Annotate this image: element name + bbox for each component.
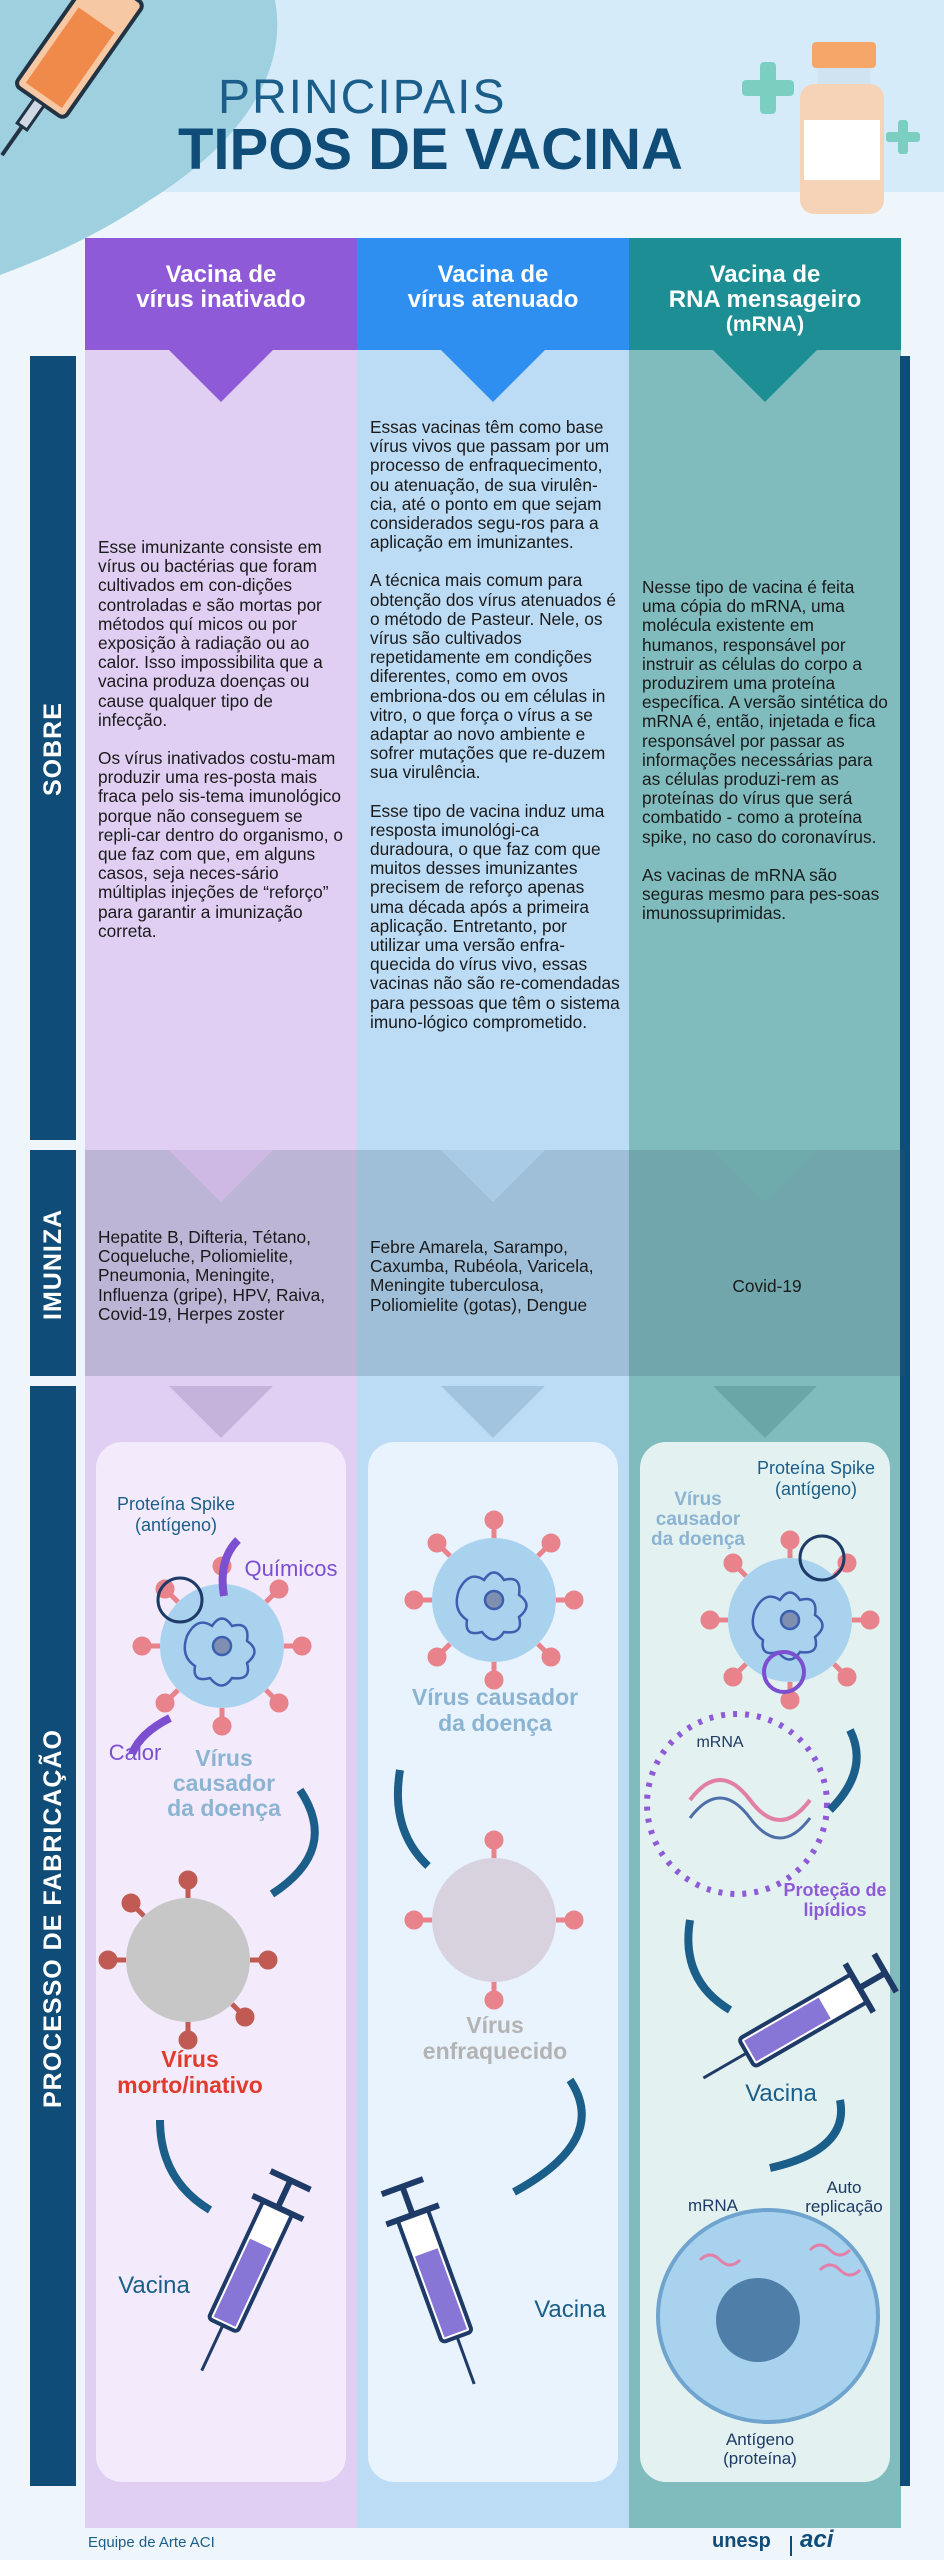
sobre-text-mrna: Nesse tipo de vacina é feita uma cópia d… bbox=[642, 577, 888, 924]
section-notch bbox=[441, 1150, 545, 1202]
label-auto-replicacao: Auto replicação bbox=[805, 2178, 883, 2216]
section-notch bbox=[169, 1150, 273, 1202]
sidebar-processo: PROCESSO DE FABRICAÇÃO bbox=[30, 1386, 76, 2486]
header-notch bbox=[441, 350, 545, 402]
imuniza-text-atenuado: Febre Amarela, Sarampo, Caxumba, Rubéola… bbox=[370, 1237, 594, 1315]
column-header-inativado: Vacina de vírus inativado bbox=[85, 238, 357, 350]
column-header-atenuado: Vacina de vírus atenuado bbox=[357, 238, 629, 350]
section-notch bbox=[441, 1386, 545, 1438]
label-virus-morto: Vírus morto/inativo bbox=[117, 2046, 263, 2098]
label-protecao-lipidios: Proteção de lipídios bbox=[783, 1880, 887, 1920]
unesp-logo: unesp bbox=[712, 2530, 771, 2552]
sobre-text-inativado: Esse imunizante consiste em vírus ou bac… bbox=[98, 537, 343, 941]
label-calor: Calor bbox=[108, 1740, 162, 1765]
footer bbox=[0, 2528, 944, 2560]
page-title-line2: TIPOS DE VACINA bbox=[178, 117, 683, 182]
label-vacina-mrna: Vacina bbox=[745, 2080, 817, 2107]
sidebar-sobre: SOBRE bbox=[30, 356, 76, 1140]
aci-logo: aci bbox=[800, 2526, 834, 2553]
label-virus-causador-atenuado: Vírus causador da doença bbox=[411, 1684, 579, 1736]
label-virus-causador-mrna: Vírus causador da doença bbox=[651, 1489, 745, 1550]
label-vacina-inativado: Vacina bbox=[118, 2272, 190, 2299]
logo-divider bbox=[790, 2536, 792, 2556]
header-notch bbox=[713, 350, 817, 402]
label-mrna-cell: mRNA bbox=[687, 2196, 739, 2215]
plus-icon bbox=[742, 62, 920, 154]
label-virus-causador-inativado: Vírus causador da doença bbox=[167, 1745, 281, 1821]
label-quimicos: Químicos bbox=[244, 1556, 338, 1581]
imuniza-text-inativado: Hepatite B, Difteria, Tétano, Coqueluche… bbox=[98, 1227, 326, 1324]
page-title-line1: PRINCIPAIS bbox=[218, 71, 507, 124]
label-spike-mrna: Proteína Spike (antígeno) bbox=[756, 1458, 876, 1499]
label-mrna: mRNA bbox=[696, 1734, 744, 1751]
imuniza-text-mrna: Covid-19 bbox=[732, 1276, 802, 1296]
label-spike-inativado: Proteína Spike (antígeno) bbox=[116, 1494, 236, 1535]
label-vacina-atenuado: Vacina bbox=[534, 2296, 606, 2323]
label-antigeno: Antígeno (proteína) bbox=[723, 2430, 797, 2468]
header-notch bbox=[169, 350, 273, 402]
label-virus-enfraquecido: Vírus enfraquecido bbox=[422, 2012, 568, 2064]
header-decoration bbox=[0, 0, 920, 275]
section-notch bbox=[169, 1386, 273, 1438]
right-edge-strip bbox=[900, 356, 910, 2486]
vial-icon bbox=[800, 42, 884, 214]
sobre-text-atenuado: Essas vacinas têm como base vírus vivos … bbox=[370, 417, 620, 1032]
sidebar-imuniza: IMUNIZA bbox=[30, 1150, 76, 1376]
section-notch bbox=[713, 1150, 817, 1202]
syringe-icon bbox=[0, 0, 144, 157]
column-header-mrna: Vacina de RNA mensageiro (mRNA) bbox=[629, 238, 901, 350]
section-notch bbox=[713, 1386, 817, 1438]
footer-credit: Equipe de Arte ACI bbox=[88, 2534, 215, 2551]
